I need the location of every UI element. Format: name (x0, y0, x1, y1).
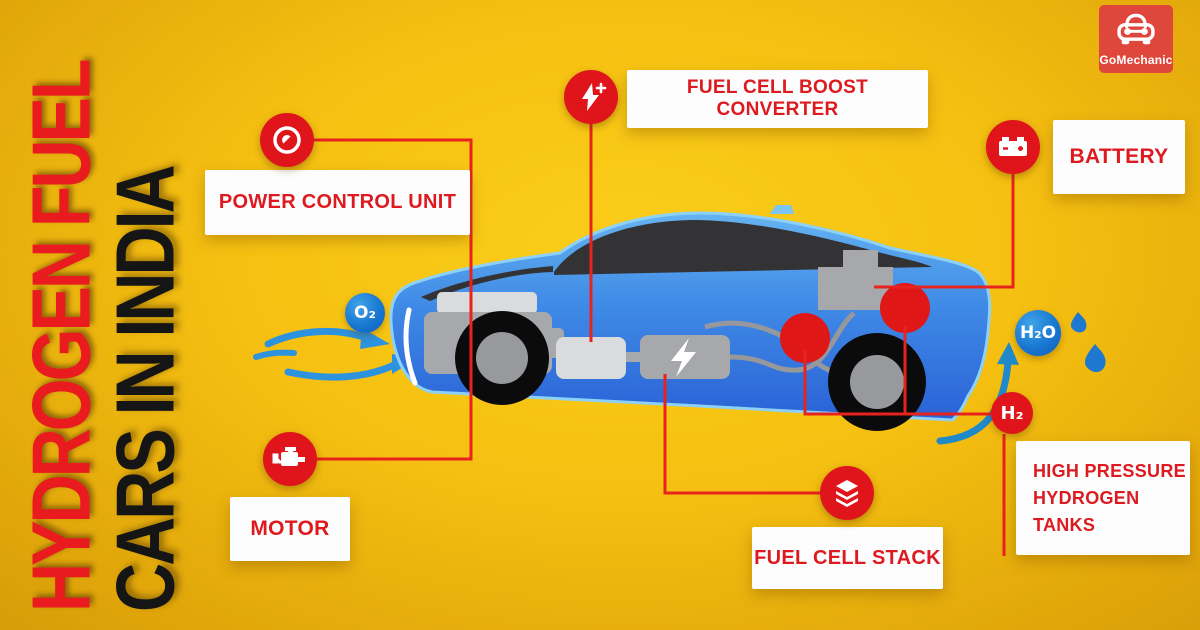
wheels (455, 311, 926, 431)
water-droplet (1071, 312, 1087, 333)
water-exhaust (936, 312, 1106, 445)
gomechanic-brand-text: GoMechanic (1099, 53, 1173, 67)
page-title-line2: CARS IN INDIA (99, 167, 192, 612)
label-battery: BATTERY (1053, 120, 1185, 194)
car-glass (554, 220, 932, 275)
label-fuel-cell-stack: FUEL CELL STACK (752, 527, 943, 589)
label-power-control-unit: POWER CONTROL UNIT (205, 170, 470, 235)
oxygen-molecule-badge: O₂ (345, 293, 385, 333)
bumper-highlight (403, 307, 418, 386)
line-battery (874, 174, 1015, 289)
gauge-icon (260, 113, 314, 167)
car-battery-icon (986, 120, 1040, 174)
gomechanic-logo: GoMechanic (1099, 5, 1173, 73)
bolt-plus-icon (564, 70, 618, 124)
page-title-line1: HYDROGEN FUEL (15, 61, 108, 612)
boost-converter-part (556, 337, 626, 379)
line-pcu-motor (314, 138, 473, 461)
label-fuel-cell-boost-converter: FUEL CELL BOOST CONVERTER (627, 70, 928, 128)
hydrogen-molecule-badge: H₂ (991, 392, 1033, 434)
hydrogen-tank-parts (780, 283, 930, 363)
power-control-unit-part (437, 292, 537, 314)
water-droplet (1084, 344, 1106, 373)
hood-accent (421, 266, 553, 301)
water-molecule-badge: H₂O (1015, 310, 1061, 356)
line-fuel-cell-stack (663, 374, 820, 495)
stack-bolt-glyph (671, 338, 696, 377)
line-tank-left (803, 350, 991, 416)
antenna-fin (770, 205, 794, 214)
drivetrain-components (424, 250, 893, 380)
battery-part (818, 250, 893, 310)
label-high-pressure-hydrogen-tanks: HIGH PRESSURE HYDROGEN TANKS (1016, 441, 1190, 555)
gomechanic-car-icon (1117, 13, 1155, 45)
engine-icon (263, 432, 317, 486)
hydrogen-pipe (729, 311, 856, 373)
layers-icon (820, 466, 874, 520)
connector-lines (314, 124, 1015, 556)
label-motor: MOTOR (230, 497, 350, 561)
